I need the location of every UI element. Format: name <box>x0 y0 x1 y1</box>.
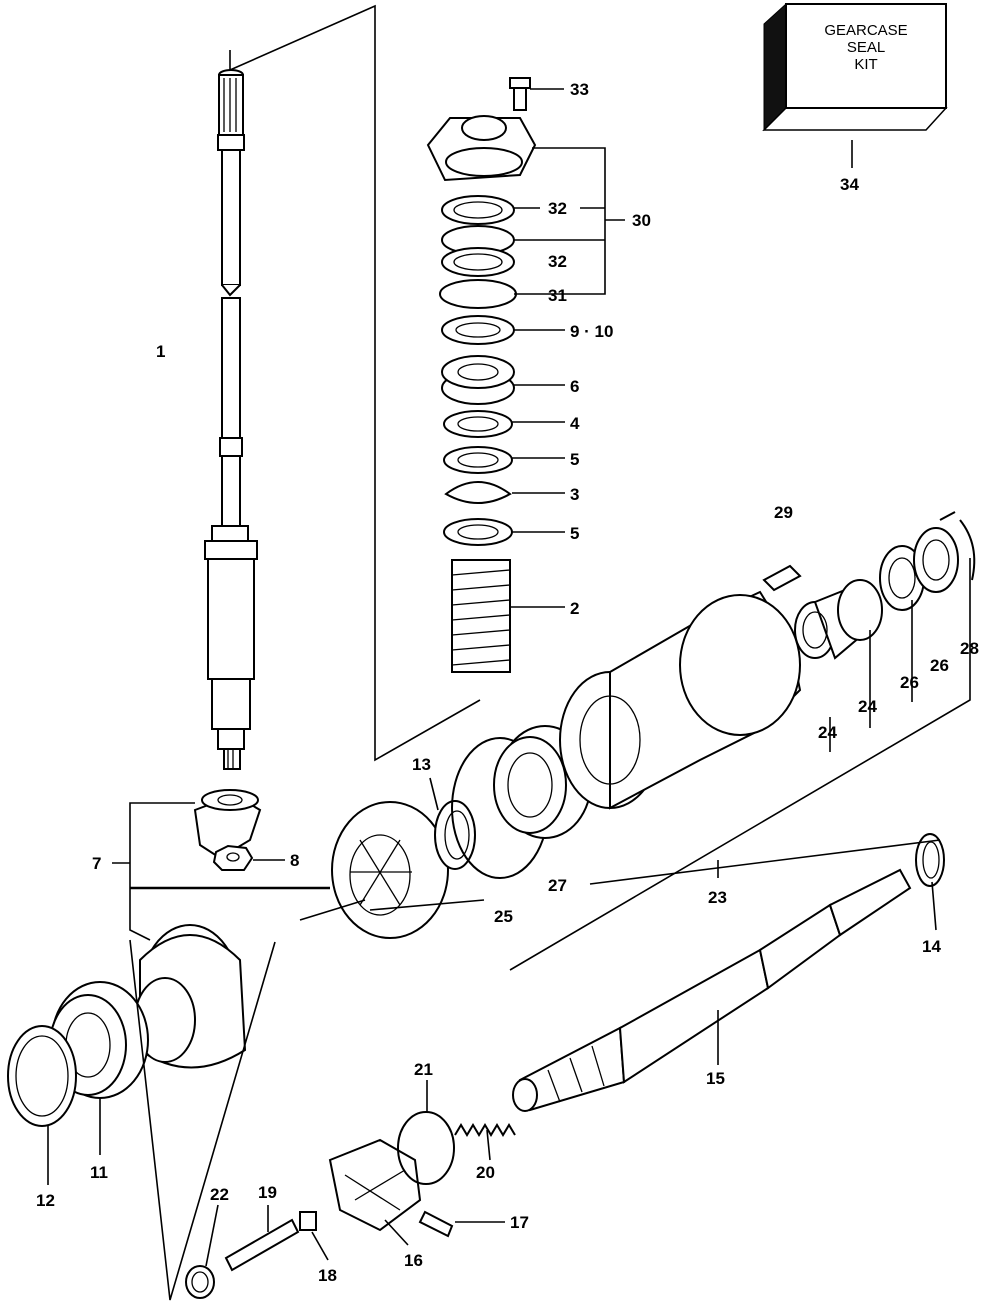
callout-15: 15 <box>706 1069 725 1088</box>
callout-26b: 26 <box>900 673 919 692</box>
callout-8: 8 <box>290 851 299 870</box>
carrier-bolt <box>762 564 802 592</box>
reverse-gear <box>331 801 449 939</box>
seal-housing <box>426 115 537 182</box>
clutch-spring <box>454 1123 516 1137</box>
bearing-carrier <box>559 590 802 810</box>
shim-22 <box>185 1265 215 1299</box>
callout-18: 18 <box>318 1266 337 1285</box>
spring <box>451 559 511 673</box>
leader-lines <box>47 88 971 1301</box>
seal-kit-label-line3: KIT <box>854 56 878 73</box>
callout-20: 20 <box>476 1163 495 1182</box>
callout-22: 22 <box>210 1185 229 1204</box>
callout-7: 7 <box>92 854 101 873</box>
callout-21: 21 <box>414 1060 433 1079</box>
callout-31: 31 <box>548 286 567 305</box>
seal-kit-label-line2: SEAL <box>846 39 886 56</box>
callout-5b: 5 <box>570 524 579 543</box>
callout-32b: 32 <box>548 252 567 271</box>
retaining-ring <box>939 511 976 581</box>
callout-25: 25 <box>494 907 513 926</box>
seal-housing-bolt <box>509 77 531 111</box>
callout-16: 16 <box>404 1251 423 1270</box>
needle-bearing <box>794 579 883 660</box>
seal-kit-label: GEARCASE SEAL KIT <box>786 22 946 73</box>
pinion-nut <box>212 844 254 871</box>
driveshaft-group-bracket <box>229 4 481 762</box>
callout-4: 4 <box>570 414 580 433</box>
forward-shim <box>7 1025 77 1127</box>
callout-12: 12 <box>36 1191 55 1210</box>
callout-5a: 5 <box>570 450 579 469</box>
callout-2: 2 <box>570 599 579 618</box>
driveshaft <box>204 69 258 770</box>
shifter-cam <box>299 1211 317 1231</box>
clutch-dog <box>328 1138 422 1232</box>
callout-29: 29 <box>774 503 793 522</box>
upper-bearing <box>441 355 515 405</box>
callout-27: 27 <box>548 876 567 895</box>
shift-pin <box>224 1218 300 1272</box>
thrust-washer-14 <box>915 833 945 887</box>
callout-26a: 26 <box>930 656 949 675</box>
callout-3: 3 <box>570 485 579 504</box>
callout-14: 14 <box>922 937 941 956</box>
callout-17: 17 <box>510 1213 529 1232</box>
callout-6: 6 <box>570 377 579 396</box>
seal-kit-label-line1: GEARCASE <box>824 22 908 39</box>
callout-24b: 24 <box>818 723 837 742</box>
cross-pin <box>418 1210 454 1238</box>
callout-19: 19 <box>258 1183 277 1202</box>
callout-13: 13 <box>412 755 431 774</box>
shim-washer <box>441 315 515 345</box>
callout-11: 11 <box>90 1163 108 1182</box>
callout-9-10: 9 · 10 <box>570 322 613 341</box>
callout-labels: 1 33 32 30 32 31 9 · 10 6 4 5 3 5 2 34 2… <box>36 80 979 1285</box>
cross-pin-retainer <box>397 1111 455 1185</box>
seal-kit-box <box>762 2 948 132</box>
callout-1: 1 <box>156 342 165 361</box>
pinion-gear <box>193 789 262 860</box>
seal-rings <box>439 195 517 309</box>
callout-32a: 32 <box>548 199 567 218</box>
callout-33: 33 <box>570 80 589 99</box>
thrust-washers <box>443 410 513 546</box>
callout-24a: 24 <box>858 697 877 716</box>
callout-30: 30 <box>632 211 651 230</box>
forward-gear <box>134 924 247 1069</box>
callout-23: 23 <box>708 888 727 907</box>
propeller-shaft <box>512 868 912 1112</box>
bracket-7 <box>112 802 330 941</box>
oil-seals <box>879 527 959 611</box>
callout-34: 34 <box>840 175 859 194</box>
callout-28: 28 <box>960 639 979 658</box>
